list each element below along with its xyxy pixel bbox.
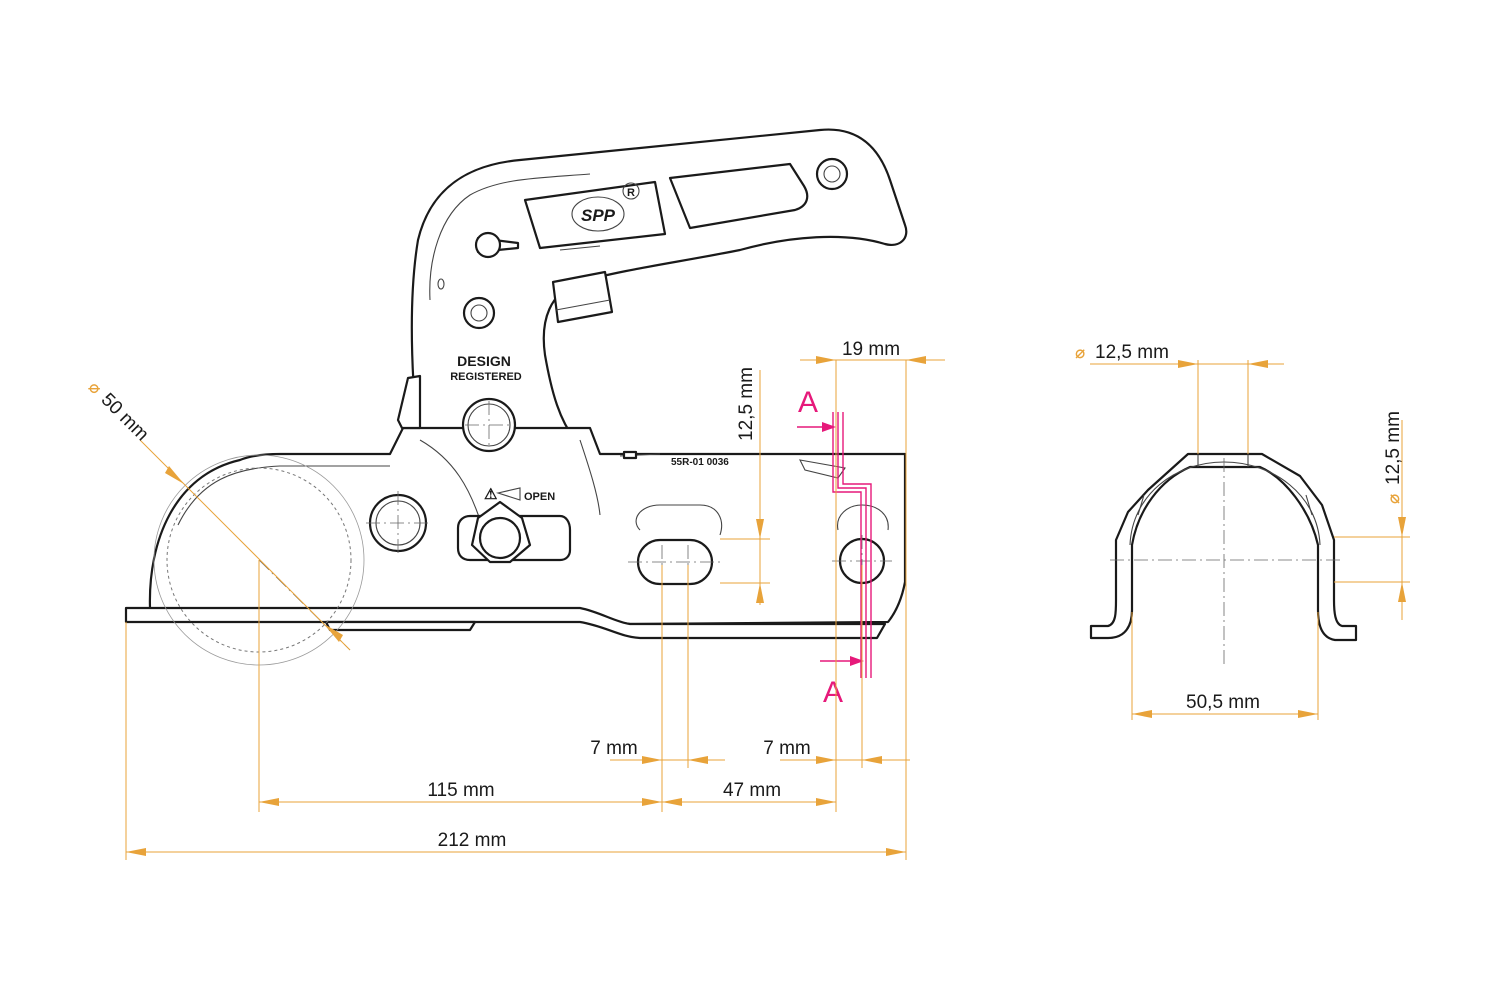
dim-slot-to-hole: 47 mm	[723, 780, 781, 801]
section-mark-bottom: A	[823, 676, 843, 709]
registered-label: REGISTERED	[450, 371, 522, 383]
latch-block	[551, 270, 614, 324]
approval-code: 55R-01 0036	[671, 457, 729, 468]
handle-pivot-ring	[815, 157, 849, 191]
section-mark-top: A	[798, 386, 818, 419]
dim-section-vertical: 12,5 mm	[1383, 411, 1404, 485]
dim-section-inner-width: 50,5 mm	[1186, 692, 1260, 713]
dim-slot-width-right: 7 mm	[763, 738, 811, 759]
lever-pivot-ring	[462, 296, 496, 330]
section-line-a-a: A A	[797, 386, 872, 709]
coupling-side-view: SPP R	[124, 128, 908, 666]
diameter-symbol-ball: ⌀	[84, 377, 105, 398]
design-label: DESIGN	[457, 353, 511, 369]
grip-recess	[668, 162, 809, 230]
body-slot	[636, 538, 714, 586]
dim-ball-diameter: 50 mm	[97, 389, 153, 445]
diameter-symbol-section-vertical: ⌀	[1384, 494, 1404, 504]
spp-logo	[571, 196, 625, 232]
dim-hole-spacing-vertical: 12,5 mm	[736, 367, 757, 441]
open-label: OPEN	[524, 491, 555, 503]
dim-rear-offset: 19 mm	[842, 339, 900, 360]
dim-overall-length: 212 mm	[438, 830, 507, 851]
registered-symbol-text: R	[627, 187, 635, 199]
dim-slot-width-left: 7 mm	[590, 738, 638, 759]
section-view: ⌀ 12,5 mm ⌀ 12,5 mm 50,5 mm	[1075, 342, 1410, 720]
warning-symbol: ⚠	[484, 486, 498, 503]
section-profile	[1089, 452, 1358, 642]
dim-section-hole-diameter: 12,5 mm	[1095, 342, 1169, 363]
dim-ball-to-slot: 115 mm	[427, 780, 494, 801]
registered-mark	[622, 182, 640, 200]
spp-logo-text: SPP	[581, 206, 616, 225]
diameter-symbol-section-hole: ⌀	[1075, 343, 1085, 363]
